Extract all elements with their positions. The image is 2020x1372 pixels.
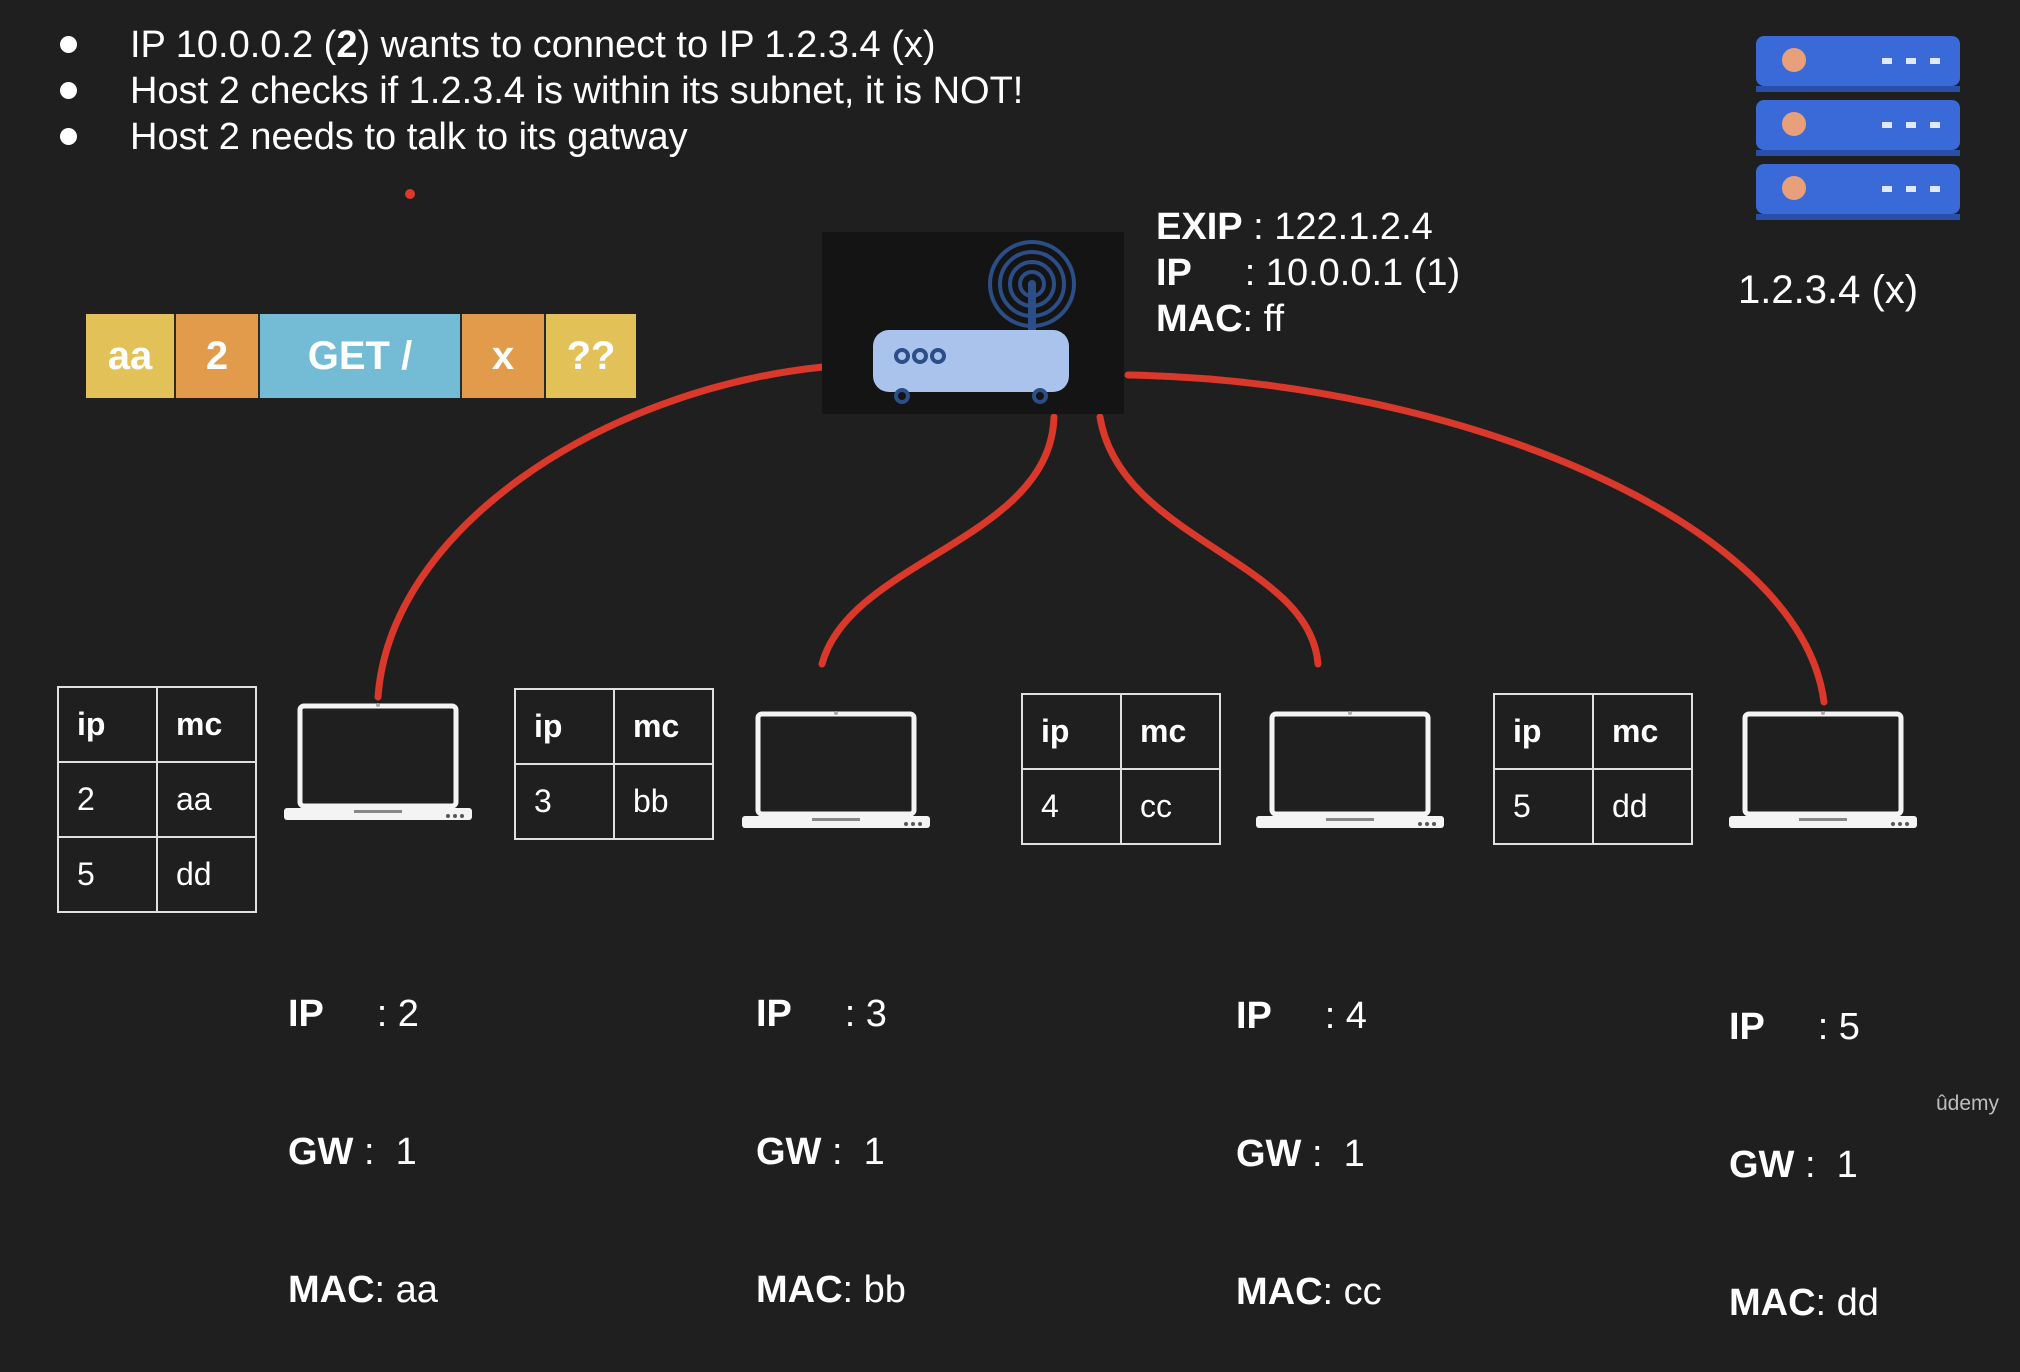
table-cell: 3 — [514, 763, 615, 840]
table-cell: dd — [1592, 768, 1693, 845]
host-mac-row: MAC: cc — [1236, 1271, 1382, 1313]
bullet-dot-icon — [60, 36, 77, 53]
bullet-text: Host 2 checks if 1.2.3.4 is within its s… — [130, 70, 1024, 112]
host-ip-row: IP : 3 — [756, 993, 887, 1035]
bullet-text: IP 10.0.0.2 ( — [130, 24, 337, 66]
server-unit — [1756, 164, 1960, 220]
wire-host-4 — [1096, 413, 1322, 668]
laptop-icon — [1256, 711, 1444, 828]
host-mac-row: MAC: aa — [288, 1269, 438, 1311]
host-info-2: IP : 2 GW : 1 MAC: aa — [288, 899, 438, 1359]
table-cell: 4 — [1021, 768, 1122, 845]
host-ip-row: IP : 2 — [288, 993, 419, 1035]
host-gw-row: GW : 1 — [1729, 1144, 1858, 1186]
host-gw-row: GW : 1 — [1236, 1133, 1365, 1175]
table-cell: bb — [613, 763, 714, 840]
table-header-mc: mc — [613, 688, 714, 765]
server-label: 1.2.3.4 (x) — [1738, 268, 1919, 312]
packet-unknown-cell: ?? — [546, 314, 636, 398]
server-unit — [1756, 36, 1960, 92]
bullet-dot-icon — [60, 128, 77, 145]
bullet-item: IP 10.0.0.2 (2) wants to connect to IP 1… — [58, 22, 1023, 68]
table-header-mc: mc — [156, 686, 257, 763]
table-cell: aa — [156, 761, 257, 838]
packet-src-ip-cell: 2 — [176, 314, 260, 398]
host-gw-row: GW : 1 — [288, 1131, 417, 1173]
host-mac-row: MAC: dd — [1729, 1282, 1879, 1324]
packet-dst-ip-cell: x — [462, 314, 546, 398]
bullet-text: Host 2 needs to talk to its gatway — [130, 116, 688, 158]
wire-host-3 — [818, 413, 1058, 668]
table-header-ip: ip — [1493, 693, 1594, 770]
udemy-watermark: ûdemy — [1936, 1092, 2000, 1115]
table-cell: 5 — [57, 836, 158, 913]
router-info: EXIP : 122.1.2.4 IP : 10.0.0.1 (1) MAC: … — [1156, 204, 1460, 342]
bullet-text-tail: ) wants to connect to IP 1.2.3.4 (x) — [357, 24, 936, 66]
wire-host-5 — [1124, 371, 1828, 706]
router-ip-row: IP : 10.0.0.1 (1) — [1156, 252, 1461, 294]
router-box — [822, 232, 1124, 414]
wire-host-2 — [374, 363, 827, 701]
server-unit — [1756, 100, 1960, 156]
bullet-item: Host 2 needs to talk to its gatway — [58, 114, 1023, 160]
table-cell: dd — [156, 836, 257, 913]
laptop-icon — [742, 711, 930, 828]
packet-payload-cell: GET / — [260, 314, 462, 398]
bullet-item: Host 2 checks if 1.2.3.4 is within its s… — [58, 68, 1023, 114]
router-icon — [873, 240, 1076, 404]
host-info-3: IP : 3 GW : 1 MAC: bb — [756, 899, 906, 1359]
table-cell: 2 — [57, 761, 158, 838]
table-header-mc: mc — [1592, 693, 1693, 770]
host-info-4: IP : 4 GW : 1 MAC: cc — [1236, 901, 1382, 1361]
packet-frame: aa 2 GET / x ?? — [86, 314, 636, 398]
router-exip-row: EXIP : 122.1.2.4 — [1156, 206, 1433, 248]
table-header-ip: ip — [57, 686, 158, 763]
router-mac-row: MAC: ff — [1156, 298, 1285, 340]
table-header-ip: ip — [1021, 693, 1122, 770]
server-rack-icon — [1756, 36, 1960, 220]
packet-dst-mac-cell: aa — [86, 314, 176, 398]
host-gw-row: GW : 1 — [756, 1131, 885, 1173]
bullet-list: IP 10.0.0.2 (2) wants to connect to IP 1… — [58, 22, 1023, 160]
table-cell: cc — [1120, 768, 1221, 845]
laptop-icon — [284, 703, 472, 820]
host-ip-row: IP : 5 — [1729, 1006, 1860, 1048]
host-info-5: IP : 5 GW : 1 MAC: dd — [1729, 912, 1879, 1372]
table-cell: 5 — [1493, 768, 1594, 845]
bullet-bold-text: 2 — [336, 24, 358, 66]
network-wires — [374, 363, 1828, 706]
table-header-mc: mc — [1120, 693, 1221, 770]
host-ip-row: IP : 4 — [1236, 995, 1367, 1037]
laser-pointer-dot — [405, 189, 415, 199]
table-header-ip: ip — [514, 688, 615, 765]
host-mac-row: MAC: bb — [756, 1269, 906, 1311]
laptop-icon — [1729, 711, 1917, 828]
bullet-dot-icon — [60, 82, 77, 99]
